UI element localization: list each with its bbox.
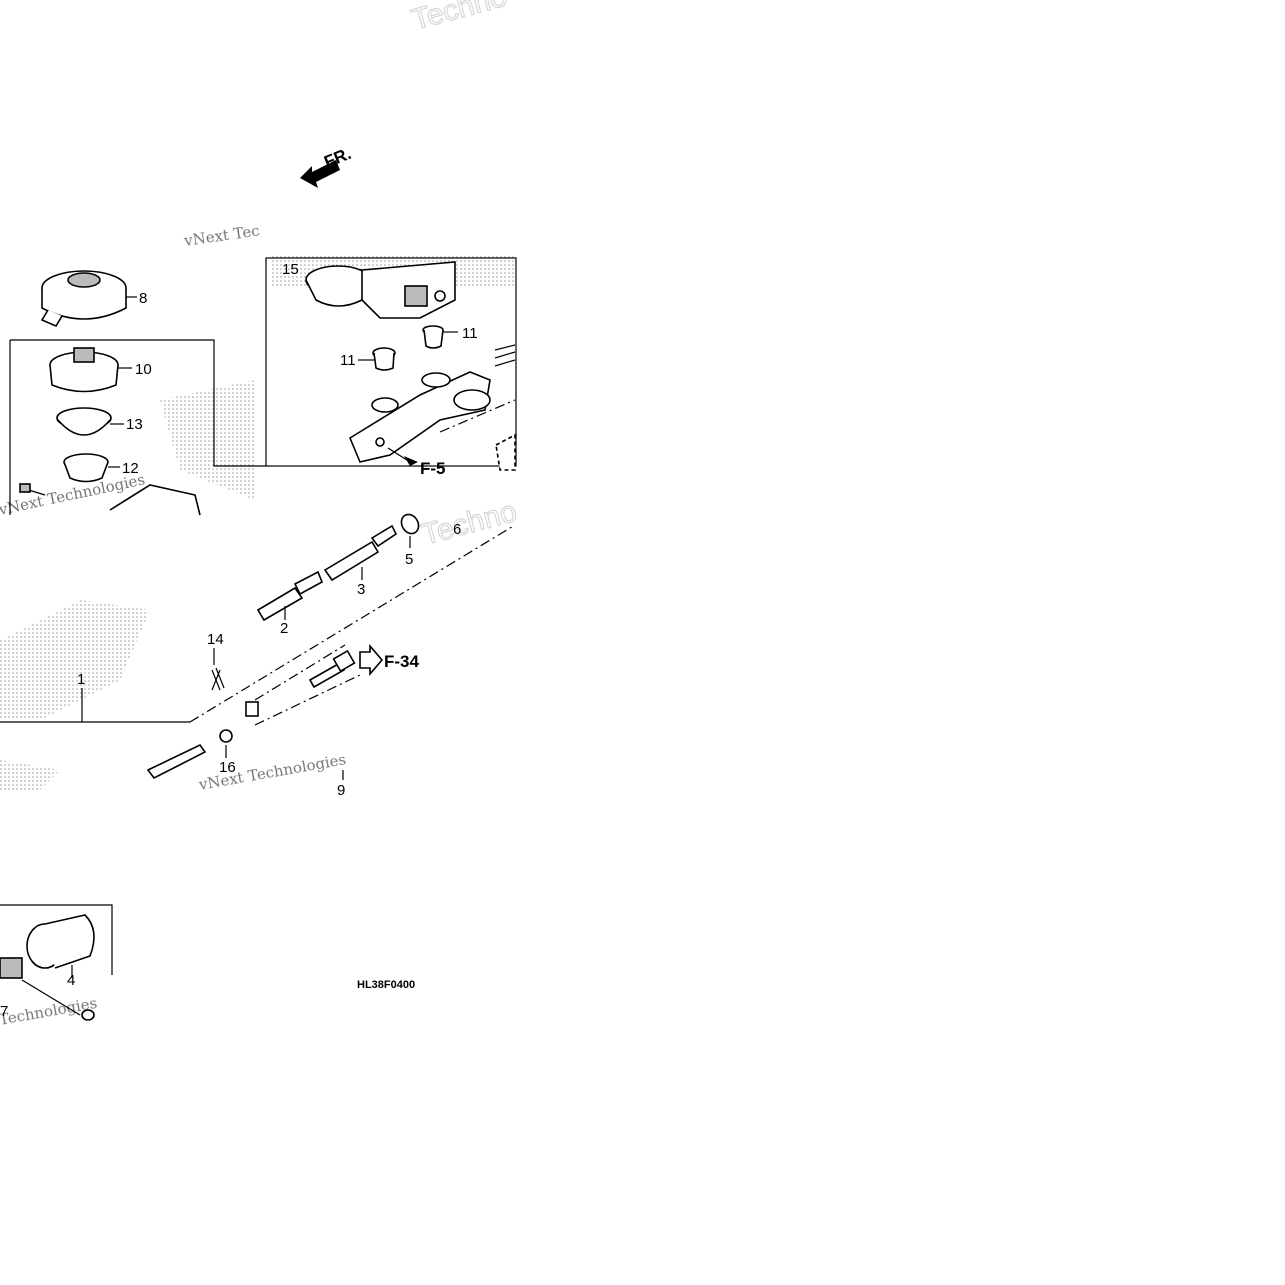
watermark-text: Techno bbox=[408, 0, 510, 37]
watermark-text: Techno bbox=[418, 495, 520, 552]
joint-part bbox=[0, 957, 95, 1021]
callout-5: 5 bbox=[405, 551, 413, 568]
callout-4: 4 bbox=[67, 972, 75, 989]
master-cylinder-body-part bbox=[348, 344, 516, 463]
assembly-axis-line bbox=[189, 524, 516, 723]
callout-2: 2 bbox=[280, 620, 288, 637]
callout-11: 11 bbox=[340, 352, 356, 369]
callout-8: 8 bbox=[139, 290, 147, 307]
ref-arrow-f34 bbox=[359, 643, 384, 677]
grommet-part bbox=[422, 325, 458, 349]
callout-3: 3 bbox=[357, 581, 365, 598]
callout-13: 13 bbox=[126, 416, 143, 433]
reservoir-body-part bbox=[305, 261, 456, 319]
boot-group-box bbox=[0, 904, 113, 975]
callout-11: 11 bbox=[462, 325, 478, 342]
callout-10: 10 bbox=[135, 361, 152, 378]
seal-part bbox=[63, 453, 120, 483]
front-direction-arrow: FR. bbox=[300, 144, 354, 188]
callout-16: 16 bbox=[219, 759, 236, 776]
front-direction-label: FR. bbox=[321, 144, 354, 172]
callout-1: 1 bbox=[77, 671, 85, 688]
watermark-text: vNext Tec bbox=[182, 222, 261, 251]
watermarks: Techno vNext Tec vNext Technologies Tech… bbox=[0, 0, 521, 1029]
callout-labels: 8 10 13 12 15 11 11 5 6 3 2 14 1 16 9 4 … bbox=[0, 261, 478, 1020]
cap-group-box bbox=[10, 339, 266, 467]
push-rod-part bbox=[146, 701, 259, 780]
clip-part bbox=[211, 648, 225, 691]
reservoir-tank-part bbox=[19, 483, 201, 516]
callout-14: 14 bbox=[207, 631, 224, 648]
callout-6: 6 bbox=[453, 521, 461, 538]
boot-part bbox=[26, 914, 95, 978]
grommet-part bbox=[358, 347, 396, 371]
reservoir-cap-part bbox=[40, 270, 137, 328]
callout-15: 15 bbox=[282, 261, 299, 278]
primary-piston-part bbox=[256, 570, 324, 622]
callout-7: 7 bbox=[0, 1003, 8, 1020]
secondary-piston-part bbox=[323, 524, 398, 582]
strainer-cap-part bbox=[49, 347, 132, 393]
ref-label-f5: F-5 bbox=[420, 459, 446, 478]
strainer-part bbox=[56, 407, 124, 436]
callout-9: 9 bbox=[337, 782, 345, 799]
callout-12: 12 bbox=[122, 460, 139, 477]
ring-part bbox=[400, 513, 420, 548]
bolt-part bbox=[308, 649, 356, 780]
reservoir-group-box bbox=[265, 257, 517, 467]
diagram-code: HL38F0400 bbox=[357, 979, 415, 991]
ref-label-f34: F-34 bbox=[384, 652, 420, 671]
